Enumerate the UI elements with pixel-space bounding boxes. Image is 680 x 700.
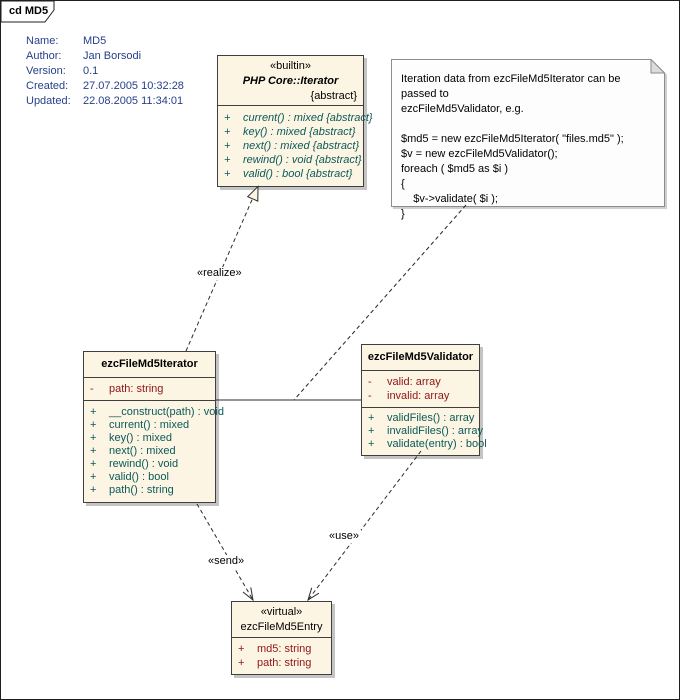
class-php-core-iterator[interactable]: «builtin» PHP Core::Iterator {abstract} … bbox=[217, 55, 373, 187]
class-name: ezcFileMd5Iterator bbox=[101, 358, 198, 370]
attribute-row: -path: string bbox=[90, 383, 164, 395]
method-row: +current() : mixed bbox=[90, 419, 190, 431]
method-row: +valid() : bool {abstract} bbox=[224, 168, 353, 180]
methods-compartment: +__construct(path) : void +current() : m… bbox=[84, 400, 224, 502]
metadata-label: Author: bbox=[26, 50, 62, 62]
metadata-value: Jan Borsodi bbox=[83, 50, 142, 62]
class-stereotype: «builtin» bbox=[270, 60, 311, 72]
attribute-row: -valid: array bbox=[368, 376, 441, 388]
note-box[interactable]: Iteration data from ezcFileMd5Iterator c… bbox=[391, 59, 665, 220]
class-name: PHP Core::Iterator bbox=[242, 75, 339, 87]
attribute-row: +md5: string bbox=[238, 643, 312, 655]
method-row: +key() : mixed {abstract} bbox=[224, 126, 356, 138]
class-header: «builtin» PHP Core::Iterator {abstract} bbox=[218, 56, 363, 105]
attribute-row: -invalid: array bbox=[368, 390, 450, 402]
class-header: «virtual» ezcFileMd5Entry bbox=[232, 602, 331, 637]
attributes-compartment: -path: string bbox=[84, 377, 215, 400]
methods-compartment: +current() : mixed {abstract} +key() : m… bbox=[218, 105, 373, 186]
method-row: +next() : mixed bbox=[90, 445, 176, 457]
class-header: ezcFileMd5Validator bbox=[362, 345, 479, 370]
class-header: ezcFileMd5Iterator bbox=[84, 352, 215, 377]
method-row: +validFiles() : array bbox=[368, 412, 475, 424]
metadata-value: 22.08.2005 11:34:01 bbox=[83, 95, 184, 107]
method-row: +rewind() : void {abstract} bbox=[224, 154, 362, 166]
class-ezcfilemd5iterator[interactable]: ezcFileMd5Iterator -path: string +__cons… bbox=[83, 351, 224, 503]
note-shape bbox=[391, 59, 665, 207]
class-ezcfilemd5validator[interactable]: ezcFileMd5Validator -valid: array -inval… bbox=[361, 344, 487, 456]
class-name: ezcFileMd5Validator bbox=[367, 351, 474, 363]
method-row: +path() : string bbox=[90, 484, 174, 496]
diagram-title: cd MD5 bbox=[9, 5, 49, 17]
metadata-value: 0.1 bbox=[83, 65, 99, 77]
method-row: +current() : mixed {abstract} bbox=[224, 112, 373, 124]
attributes-compartment: -valid: array -invalid: array bbox=[362, 370, 479, 407]
diagram-metadata: Name: MD5 Author: Jan Borsodi Version: 0… bbox=[26, 34, 184, 109]
note-fold-corner-icon bbox=[650, 59, 665, 74]
send-label: «send» bbox=[206, 555, 247, 568]
attributes-compartment: +md5: string +path: string bbox=[232, 637, 331, 674]
metadata-value: 27.07.2005 10:32:28 bbox=[83, 80, 184, 92]
class-name: ezcFileMd5Entry bbox=[240, 621, 323, 633]
use-label: «use» bbox=[327, 530, 361, 543]
metadata-label: Created: bbox=[26, 80, 69, 92]
note-text: Iteration data from ezcFileMd5Iterator c… bbox=[401, 73, 624, 220]
metadata-label: Version: bbox=[26, 65, 66, 77]
method-row: +invalidFiles() : array bbox=[368, 425, 483, 437]
attribute-row: +path: string bbox=[238, 657, 312, 669]
method-row: +valid() : bool bbox=[90, 471, 169, 483]
method-row: +next() : mixed {abstract} bbox=[224, 140, 360, 152]
method-row: +__construct(path) : void bbox=[90, 406, 224, 418]
metadata-label: Name: bbox=[26, 35, 59, 47]
method-row: +rewind() : void bbox=[90, 458, 179, 470]
realize-label: «realize» bbox=[195, 267, 244, 280]
method-row: +key() : mixed bbox=[90, 432, 172, 444]
metadata-value: MD5 bbox=[83, 35, 107, 47]
metadata-label: Updated: bbox=[26, 95, 71, 107]
method-row: +validate(entry) : bool bbox=[368, 438, 487, 450]
class-ezcfilemd5entry[interactable]: «virtual» ezcFileMd5Entry +md5: string +… bbox=[231, 601, 332, 675]
class-stereotype: «virtual» bbox=[260, 606, 303, 618]
methods-compartment: +validFiles() : array +invalidFiles() : … bbox=[362, 407, 487, 455]
class-modifier: {abstract} bbox=[310, 90, 357, 102]
